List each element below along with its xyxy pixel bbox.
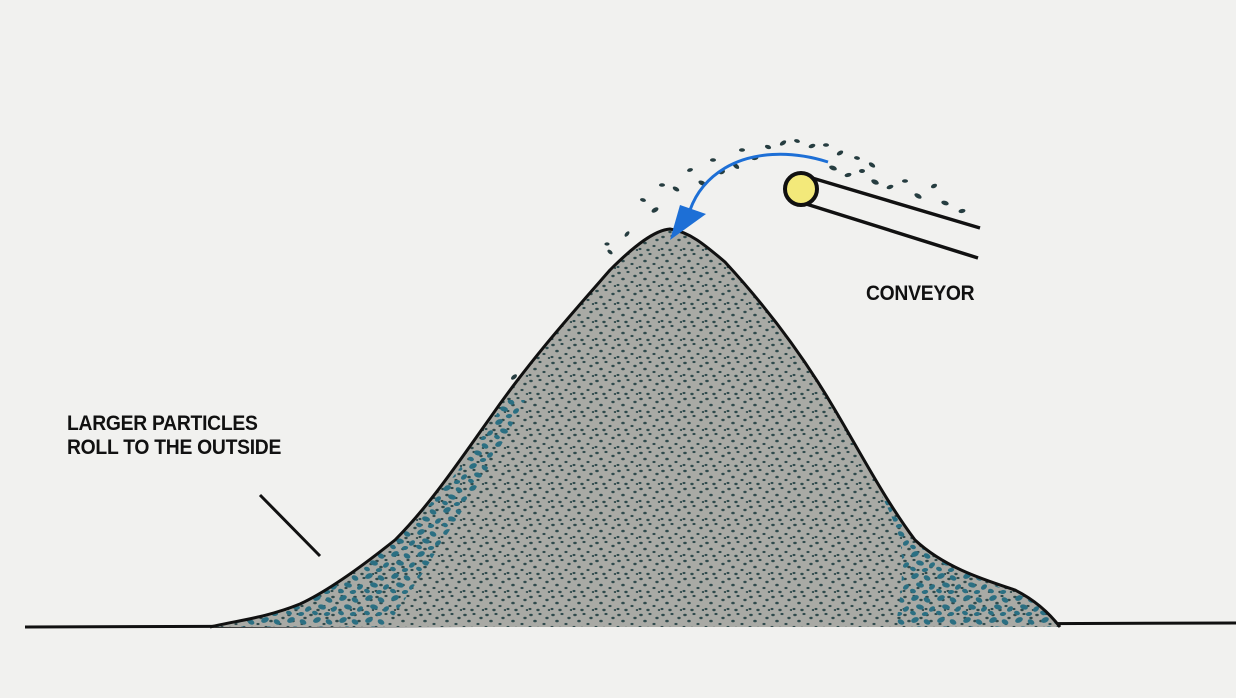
- conveyor-roller: [785, 173, 817, 205]
- larger-particles-pointer: [260, 495, 320, 556]
- larger-particles-label-line1: LARGER PARTICLES: [67, 412, 281, 436]
- conveyor: [785, 173, 980, 258]
- conveyor-belt-bottom: [803, 203, 978, 258]
- conveyor-label: CONVEYOR: [866, 282, 974, 306]
- conveyor-belt-top: [802, 175, 980, 228]
- larger-particles-label-line2: ROLL TO THE OUTSIDE: [67, 436, 281, 460]
- larger-particles-label: LARGER PARTICLES ROLL TO THE OUTSIDE: [67, 412, 281, 460]
